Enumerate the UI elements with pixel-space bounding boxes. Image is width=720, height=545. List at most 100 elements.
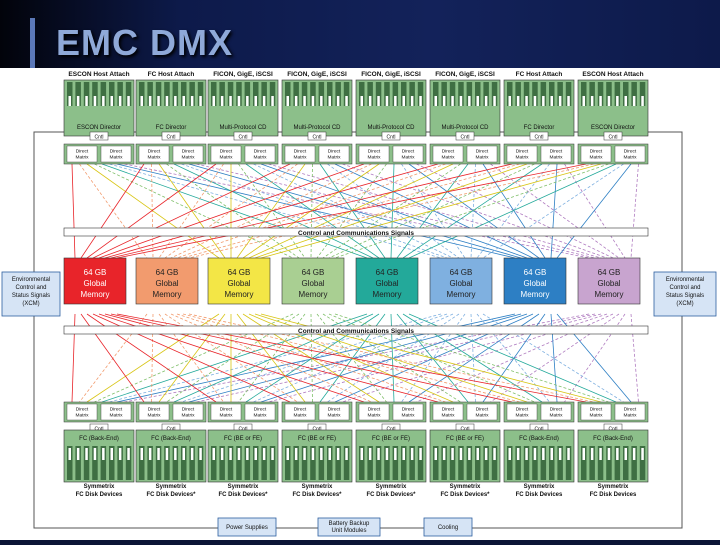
cntl-label: Cntl	[461, 427, 470, 433]
bottom-link-line	[79, 313, 148, 403]
direct-matrix-box	[392, 145, 424, 163]
global-memory-label-7-line: 64 GB	[524, 268, 547, 277]
top-director-label-1: ESCON Director	[77, 125, 121, 131]
port-connector	[83, 82, 90, 106]
port-connector	[343, 82, 350, 106]
port-connector	[523, 446, 530, 480]
port-connector	[67, 82, 73, 106]
env-left-label-line: (XCM)	[22, 301, 39, 307]
disk-devices-label-1-line: FC Disk Devices	[76, 492, 123, 498]
direct-matrix-label-line: Direct	[368, 407, 381, 413]
port-slot	[468, 96, 471, 106]
port-connector	[92, 446, 98, 480]
direct-matrix-label-line: Direct	[590, 149, 603, 155]
port-connector	[244, 82, 251, 106]
port-connector	[409, 82, 415, 106]
port-slot	[368, 96, 372, 106]
direct-matrix-label-line: Direct	[328, 407, 341, 413]
port-slot	[345, 96, 348, 106]
port-slot	[516, 448, 520, 460]
direct-matrix-label-line: Direct	[110, 149, 123, 155]
global-memory-label-2-line: Memory	[153, 290, 182, 299]
top-link-line	[260, 163, 602, 259]
control-bus-bottom	[63, 325, 649, 335]
port-connector	[125, 446, 132, 480]
port-slot	[199, 448, 202, 460]
disk-devices-label-2-line: Symmetrix	[156, 484, 187, 490]
direct-matrix-box	[614, 403, 646, 421]
port-slot	[294, 96, 298, 106]
port-connector	[327, 446, 333, 480]
port-connector	[236, 82, 242, 106]
direct-matrix-label-line: Direct	[550, 149, 563, 155]
port-connector	[401, 82, 407, 106]
port-slot	[558, 448, 562, 460]
direct-matrix-label-line: Direct	[328, 149, 341, 155]
direct-matrix-box	[318, 145, 350, 163]
bottom-director-label-7: FC (Back-End)	[519, 436, 559, 442]
top-link-line	[104, 163, 439, 259]
port-slot	[127, 96, 130, 106]
port-slot	[220, 96, 224, 106]
title-accent-bar	[30, 18, 35, 73]
direct-matrix-label-line: Matrix	[219, 155, 233, 161]
port-slot	[624, 448, 627, 460]
env-left-label-line: Status Signals	[12, 293, 50, 299]
port-connector	[384, 82, 390, 106]
top-link-line	[470, 163, 476, 259]
port-connector	[172, 446, 179, 480]
port-connector	[253, 82, 259, 106]
global-memory-label-6-line: Memory	[447, 290, 476, 299]
top-host-label-7: FC Host Attach	[516, 71, 563, 78]
port-connector	[614, 446, 621, 480]
port-connector	[417, 82, 424, 106]
control-bus-bottom-label: Control and Communications Signals	[298, 328, 414, 335]
top-link-line	[94, 163, 294, 259]
port-connector	[581, 446, 587, 480]
top-director-label-2: FC Director	[156, 125, 187, 131]
cntl-label: Cntl	[313, 135, 322, 141]
disk-devices-label-8-line: Symmetrix	[598, 484, 629, 490]
port-slot	[148, 448, 152, 460]
port-connector	[557, 82, 563, 106]
port-connector	[67, 446, 73, 480]
direct-matrix-label-line: Direct	[442, 407, 455, 413]
port-connector	[301, 446, 308, 480]
global-memory-label-8-line: Memory	[595, 290, 624, 299]
port-connector	[540, 82, 547, 106]
top-host-label-5: FICON, GigE, iSCSI	[361, 71, 421, 78]
port-slot	[85, 448, 88, 460]
disk-devices-label-3-line: FC Disk Devices*	[218, 492, 268, 498]
port-connector	[623, 82, 629, 106]
direct-matrix-box	[466, 145, 498, 163]
direct-matrix-label-line: Matrix	[441, 155, 455, 161]
cntl-label: Cntl	[95, 427, 104, 433]
port-connector	[172, 82, 179, 106]
port-slot	[434, 448, 437, 460]
port-connector	[623, 446, 629, 480]
disk-devices-label-5-line: FC Disk Devices*	[366, 492, 416, 498]
footer-box-label-2-line: Battery Backup	[329, 521, 370, 527]
port-connector	[125, 82, 132, 106]
top-link-line	[408, 163, 540, 259]
direct-matrix-box	[432, 145, 464, 163]
port-connector	[375, 446, 382, 480]
top-link-line	[556, 163, 632, 259]
direct-matrix-box	[392, 403, 424, 421]
global-memory-label-2-line: 64 GB	[156, 268, 179, 277]
port-slot	[599, 96, 602, 106]
